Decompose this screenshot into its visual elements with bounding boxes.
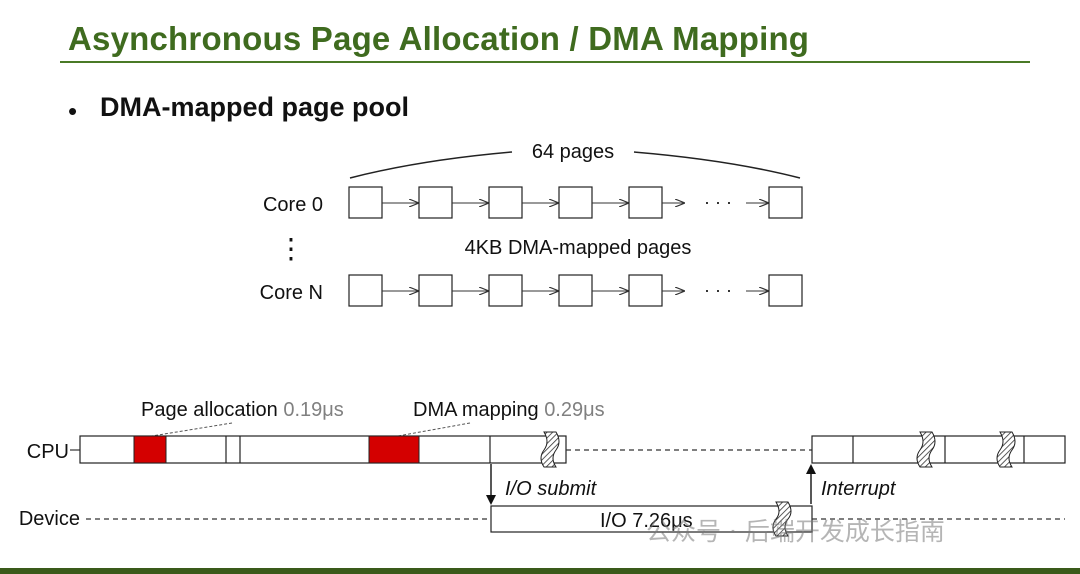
page-box <box>348 274 383 307</box>
span-label: 64 pages <box>532 141 614 163</box>
page-box <box>558 274 593 307</box>
page-box <box>768 186 803 219</box>
bottom-border <box>0 568 1080 574</box>
core-n-ellipsis: · · · <box>704 280 732 300</box>
page-allocation-leader <box>151 422 233 437</box>
dma-mapping-segment <box>368 435 420 464</box>
device-io-bar <box>490 501 813 537</box>
io-submit-label: I/O submit <box>505 478 598 500</box>
io-duration-label: I/O 7.26μs <box>600 510 693 532</box>
cpu-timeline-bar-2 <box>811 431 1066 468</box>
dma-mapping-time: 0.29μs <box>544 399 604 421</box>
page-box <box>418 274 453 307</box>
core-n-page-list <box>348 274 803 307</box>
title-underline <box>60 61 1030 63</box>
device-label: Device <box>19 508 80 530</box>
dma-mapping-label: DMA mapping 0.29μs <box>413 399 605 421</box>
vertical-ellipsis: ⋮ <box>277 232 305 265</box>
slide-title: Asynchronous Page Allocation / DMA Mappi… <box>68 20 810 57</box>
span-curve-left <box>349 151 513 179</box>
page-allocation-segment <box>133 435 167 464</box>
span-curve-right <box>633 151 801 179</box>
bullet-text: DMA-mapped page pool <box>100 92 409 122</box>
page-allocation-time: 0.19μs <box>283 399 343 421</box>
cpu-timeline-bar-1 <box>79 431 567 468</box>
core-n-label: Core N <box>260 282 323 304</box>
page-box <box>488 274 523 307</box>
dma-mapping-leader <box>397 422 471 437</box>
page-box <box>418 186 453 219</box>
page-box <box>768 274 803 307</box>
page-allocation-label: Page allocation 0.19μs <box>141 399 344 421</box>
core-0-label: Core 0 <box>263 194 323 216</box>
core-0-page-list <box>348 186 803 219</box>
page-box <box>558 186 593 219</box>
core-0-ellipsis: · · · <box>704 192 732 212</box>
bullet-point-icon: • <box>68 96 78 126</box>
page-box <box>628 274 663 307</box>
watermark: 公众号 · 后端开发成长指南 <box>646 517 945 546</box>
time-break-marker <box>540 431 560 468</box>
time-break-marker <box>916 431 936 468</box>
page-box <box>488 186 523 219</box>
page-box <box>628 186 663 219</box>
pages-caption: 4KB DMA-mapped pages <box>465 237 692 259</box>
cpu-label: CPU <box>27 441 69 463</box>
interrupt-label: Interrupt <box>821 478 897 500</box>
page-box <box>348 186 383 219</box>
time-break-marker <box>996 431 1016 468</box>
time-break-marker <box>772 501 792 537</box>
